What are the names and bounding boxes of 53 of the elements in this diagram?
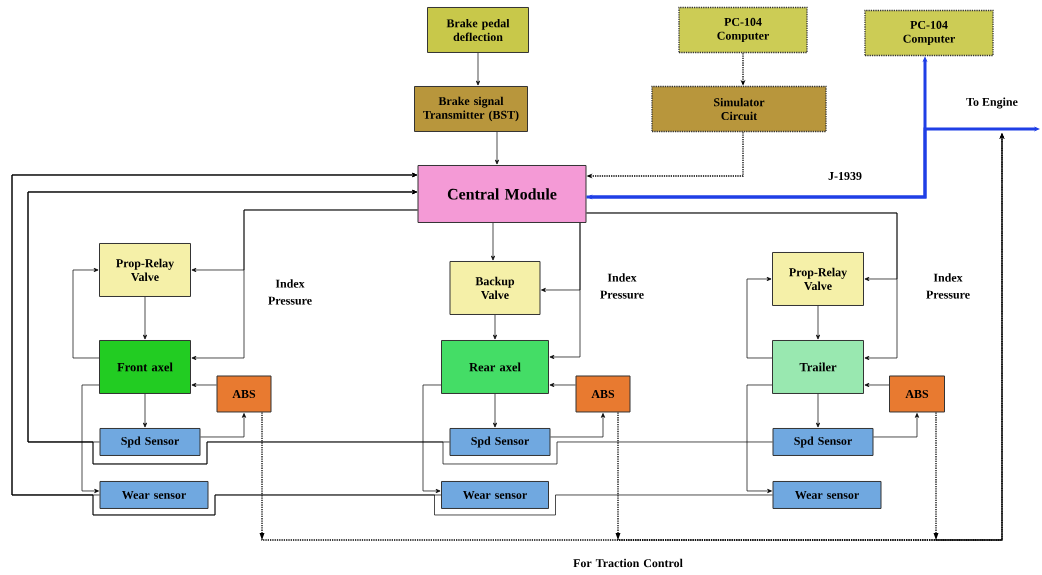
arrow (81, 384, 100, 494)
sensor-box: Wear sensor (99, 481, 209, 509)
arrow (200, 413, 247, 438)
sensor-box: Wear sensor (772, 481, 882, 509)
sensor-box: Wear sensor (441, 481, 549, 509)
annotation-label: Index Pressure (268, 279, 312, 305)
arrow (492, 314, 498, 340)
arrow (191, 382, 217, 388)
valve-box: Prop-Relay Valve (99, 243, 191, 297)
abs-box: ABS (216, 375, 272, 413)
arrow (873, 413, 920, 438)
computer-box: PC-104 Computer (864, 9, 994, 57)
abs-box: ABS (575, 375, 631, 413)
arrow (490, 222, 496, 261)
computer-box: PC-104 Computer (678, 6, 808, 54)
sensor-box: Spd Sensor (772, 428, 874, 456)
arrow (422, 384, 442, 494)
arrow (72, 267, 100, 359)
abs-box: ABS (889, 375, 945, 413)
arrow (191, 209, 418, 361)
module-box: Central Module (417, 165, 587, 223)
edge-label: J-1939 (827, 170, 863, 181)
axle-box: Front axel (99, 340, 191, 394)
valve-box: Prop-Relay Valve (772, 252, 864, 306)
arrow (142, 296, 148, 340)
arrow (549, 222, 581, 360)
arrow (11, 172, 773, 516)
process-box: Brake signal Transmitter (BST) (414, 86, 528, 132)
arrow (586, 126, 1040, 199)
arrow (586, 212, 898, 361)
arrow (27, 189, 773, 465)
arrow (475, 52, 481, 86)
sensor-box: Spd Sensor (99, 428, 201, 456)
arrow (142, 393, 148, 428)
arrow (492, 393, 498, 428)
arrow (494, 131, 500, 165)
annotation-label: Index Pressure (926, 273, 970, 299)
arrow (549, 382, 576, 388)
sensor-box: Spd Sensor (449, 428, 551, 456)
valve-box: Backup Valve (449, 261, 541, 315)
arrow (746, 384, 773, 494)
circuit-box: Simulator Circuit (651, 85, 827, 133)
trailer-box: Trailer (772, 340, 864, 394)
arrow (864, 382, 890, 388)
axle-box: Rear axel (441, 340, 549, 394)
annotation-label: For Traction Control (573, 558, 683, 568)
arrow (550, 413, 606, 438)
edge-label: To Engine (965, 96, 1019, 110)
annotation-label: Index Pressure (600, 273, 644, 299)
input-box: Brake pedal deflection (427, 7, 529, 53)
arrow (815, 305, 821, 340)
arrow (815, 393, 821, 428)
arrow (746, 276, 773, 359)
